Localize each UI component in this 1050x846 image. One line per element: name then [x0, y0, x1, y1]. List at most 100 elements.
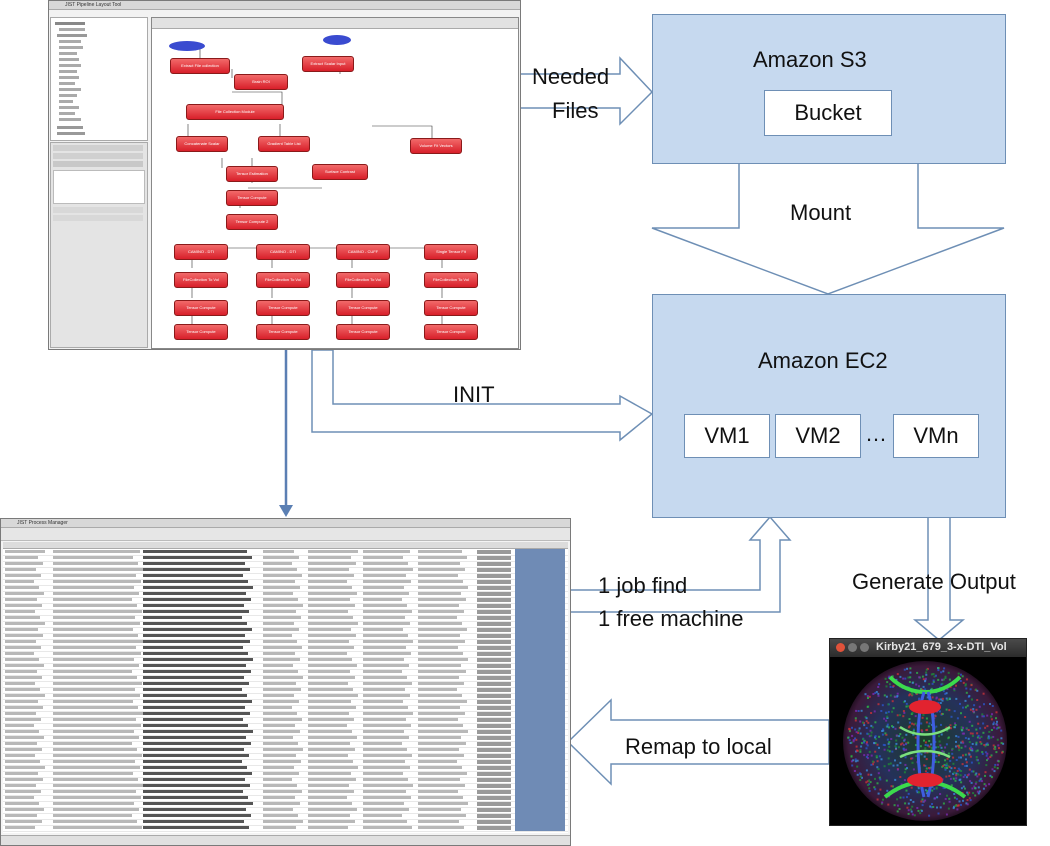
workflow-node[interactable]: Single Tensor Fit	[424, 244, 478, 260]
table-row[interactable]	[3, 567, 568, 574]
table-row[interactable]	[3, 639, 568, 646]
table-row[interactable]	[3, 609, 568, 616]
table-cell	[143, 814, 251, 817]
workflow-node[interactable]: Tensor Compute	[256, 324, 310, 340]
table-cell	[308, 652, 347, 655]
table-row[interactable]	[3, 807, 568, 814]
table-row[interactable]	[3, 825, 568, 832]
workflow-node[interactable]: Concatenate Scalar	[176, 136, 228, 152]
table-row[interactable]	[3, 705, 568, 712]
table-row[interactable]	[3, 711, 568, 718]
table-row[interactable]	[3, 669, 568, 676]
table-row[interactable]	[3, 645, 568, 652]
table-row[interactable]	[3, 735, 568, 742]
table-cell	[143, 760, 242, 763]
table-row[interactable]	[3, 621, 568, 628]
table-row[interactable]	[3, 561, 568, 568]
workflow-node[interactable]: FileCollection To Vol	[174, 272, 228, 288]
workflow-node[interactable]: Tensor Compute	[226, 190, 278, 206]
table-row[interactable]	[3, 777, 568, 784]
table-row[interactable]	[3, 627, 568, 634]
table-row[interactable]	[3, 603, 568, 610]
workflow-node[interactable]: Extract File collection	[170, 58, 230, 74]
workflow-node[interactable]: Surface Contrast	[312, 164, 368, 180]
process-titlebar: JIST Process Manager	[1, 519, 570, 528]
progress-bar	[515, 687, 565, 693]
table-cell	[5, 778, 43, 781]
workflow-node[interactable]: FileCollection To Vol	[424, 272, 478, 288]
table-row[interactable]	[3, 789, 568, 796]
table-row[interactable]	[3, 633, 568, 640]
workflow-node[interactable]: FileCollection To Vol	[336, 272, 390, 288]
table-row[interactable]	[3, 585, 568, 592]
table-row[interactable]	[3, 759, 568, 766]
table-row[interactable]	[3, 591, 568, 598]
workflow-node[interactable]: Tensor Compute	[424, 300, 478, 316]
table-row[interactable]	[3, 747, 568, 754]
table-row[interactable]	[3, 693, 568, 700]
table-cell	[143, 826, 249, 829]
table-cell	[418, 730, 468, 733]
progress-bar	[515, 771, 565, 777]
table-row[interactable]	[3, 741, 568, 748]
table-cell	[53, 634, 138, 637]
process-table[interactable]	[3, 549, 568, 833]
table-row[interactable]	[3, 819, 568, 826]
close-window-icon[interactable]	[836, 643, 845, 652]
workflow-node[interactable]: Tensor Compute	[256, 300, 310, 316]
table-row[interactable]	[3, 555, 568, 562]
table-row[interactable]	[3, 549, 568, 556]
table-cell	[263, 622, 294, 625]
workflow-node[interactable]: CAMINO - DTI	[174, 244, 228, 260]
table-row[interactable]	[3, 729, 568, 736]
table-row[interactable]	[3, 813, 568, 820]
workflow-node[interactable]: Volume Fit Vectors	[410, 138, 462, 154]
progress-bar	[515, 579, 565, 585]
table-cell	[53, 766, 140, 769]
table-row[interactable]	[3, 783, 568, 790]
table-cell	[363, 814, 402, 817]
table-row[interactable]	[3, 795, 568, 802]
minimize-window-icon[interactable]	[848, 643, 857, 652]
table-row[interactable]	[3, 699, 568, 706]
table-row[interactable]	[3, 723, 568, 730]
maximize-window-icon[interactable]	[860, 643, 869, 652]
table-row[interactable]	[3, 615, 568, 622]
workflow-node[interactable]: Tensor Estimation	[226, 166, 278, 182]
workflow-node[interactable]: Tensor Compute	[336, 300, 390, 316]
table-row[interactable]	[3, 771, 568, 778]
table-cell	[5, 556, 38, 559]
table-row[interactable]	[3, 753, 568, 760]
table-row[interactable]	[3, 801, 568, 808]
table-row[interactable]	[3, 681, 568, 688]
table-row[interactable]	[3, 657, 568, 664]
table-cell	[143, 658, 253, 661]
workflow-node[interactable]: Tensor Compute	[424, 324, 478, 340]
workflow-node[interactable]: FileCollection To Vol	[256, 272, 310, 288]
table-row[interactable]	[3, 675, 568, 682]
workflow-node[interactable]: Gradient Table List	[258, 136, 310, 152]
table-cell	[263, 658, 300, 661]
table-row[interactable]	[3, 579, 568, 586]
workflow-node[interactable]: Tensor Compute	[174, 300, 228, 316]
workflow-node[interactable]: Extract Scalar Input	[302, 56, 354, 72]
workflow-node[interactable]: Tensor Compute	[174, 324, 228, 340]
table-row[interactable]	[3, 765, 568, 772]
table-row[interactable]	[3, 597, 568, 604]
table-row[interactable]	[3, 651, 568, 658]
table-cell	[363, 760, 405, 763]
table-row[interactable]	[3, 573, 568, 580]
workflow-node[interactable]: CAMINO - DTI	[256, 244, 310, 260]
mount-arrow	[651, 162, 1005, 295]
table-row[interactable]	[3, 663, 568, 670]
table-cell	[53, 646, 136, 649]
workflow-node[interactable]: CAMINO - CUFF	[336, 244, 390, 260]
vm2-box: VM2	[775, 414, 861, 458]
workflow-node[interactable]: Tensor Compute	[336, 324, 390, 340]
workflow-node[interactable]: Brain ROI	[234, 74, 288, 90]
workflow-node[interactable]: File Collection Module	[186, 104, 284, 120]
table-row[interactable]	[3, 687, 568, 694]
table-row[interactable]	[3, 717, 568, 724]
workflow-node[interactable]: Tensor Compute 2	[226, 214, 278, 230]
